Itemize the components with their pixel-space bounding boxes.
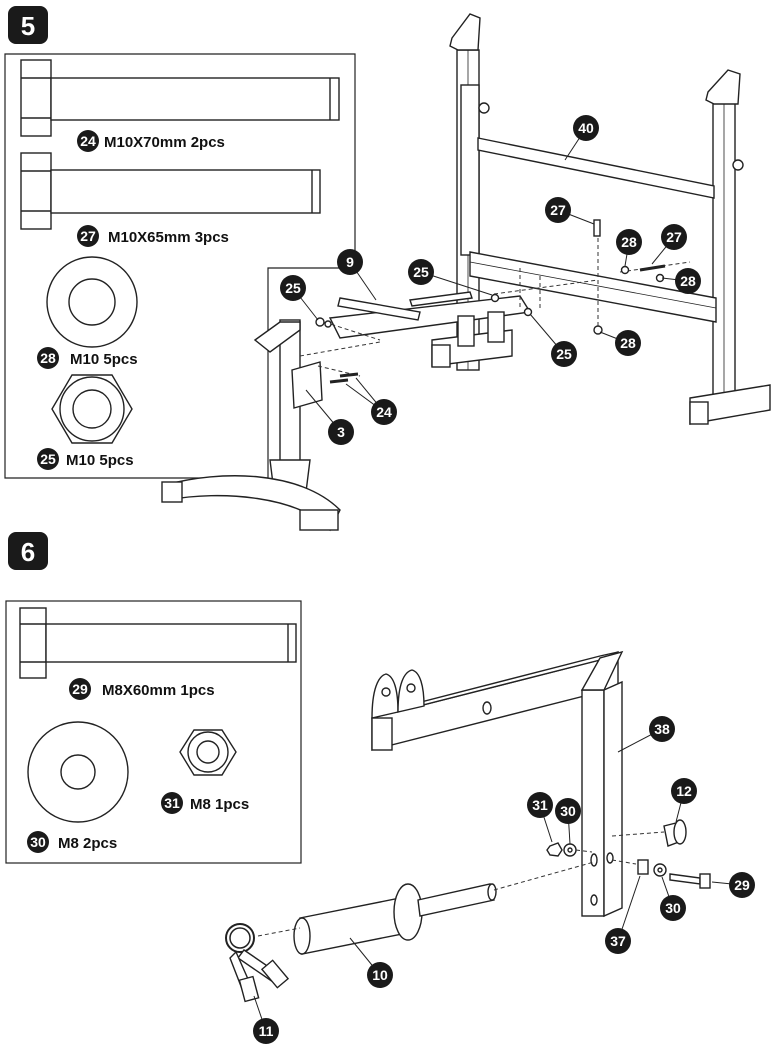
svg-text:29: 29	[72, 681, 88, 697]
step-6-callouts: 38 12 31 30 29 30 37 10 11	[253, 716, 755, 1044]
svg-text:M10X65mm 3pcs: M10X65mm 3pcs	[108, 229, 229, 246]
svg-text:27: 27	[80, 228, 96, 244]
callout-10	[367, 962, 393, 988]
weight-post-10	[293, 883, 497, 955]
svg-text:9: 9	[346, 254, 354, 270]
part-27-label: 27 M10X65mm 3pcs	[77, 225, 229, 247]
svg-text:M8 2pcs: M8 2pcs	[58, 835, 117, 852]
washer-28-illustration	[46, 256, 138, 348]
svg-text:25: 25	[556, 346, 572, 362]
frame-38	[371, 650, 624, 918]
callout-27-b	[661, 224, 687, 250]
svg-text:24: 24	[376, 404, 392, 420]
callout-30-b	[660, 895, 686, 921]
svg-text:10: 10	[372, 967, 388, 983]
step-5-hardware	[315, 219, 666, 384]
svg-text:27: 27	[666, 229, 682, 245]
callout-28-a	[616, 229, 642, 255]
svg-text:12: 12	[676, 783, 692, 799]
svg-text:28: 28	[680, 273, 696, 289]
svg-text:11: 11	[259, 1023, 274, 1039]
front-leg-3	[161, 319, 341, 532]
callout-28-b	[675, 268, 701, 294]
svg-text:31: 31	[164, 795, 180, 811]
bolt-27-illustration	[20, 152, 321, 230]
svg-text:40: 40	[578, 120, 594, 136]
callout-40	[573, 115, 599, 141]
svg-text:30: 30	[30, 834, 46, 850]
bench-beam-9	[328, 291, 532, 347]
step-5-badge: 5	[8, 6, 48, 44]
nut-31-illustration	[179, 729, 237, 776]
callout-30-a	[555, 798, 581, 824]
svg-text:M8 1pcs: M8 1pcs	[190, 796, 249, 813]
part-30-label: 30 M8 2pcs	[27, 831, 117, 853]
bolt-29-illustration	[19, 607, 297, 679]
part-31-label: 31 M8 1pcs	[161, 792, 249, 814]
step-6-badge: 6	[8, 532, 48, 570]
callout-25-c	[551, 341, 577, 367]
callout-31	[527, 792, 553, 818]
svg-text:M8X60mm 1pcs: M8X60mm 1pcs	[102, 682, 215, 699]
spring-clip-11	[225, 923, 290, 1003]
svg-text:29: 29	[734, 877, 750, 893]
callout-11	[253, 1018, 279, 1044]
bolt-24-illustration	[20, 59, 340, 137]
step-6-assembly-lines	[257, 831, 665, 937]
svg-text:25: 25	[40, 451, 56, 467]
svg-text:25: 25	[285, 280, 301, 296]
step-5-parts-box	[4, 53, 356, 479]
step-5-callouts: 40 27 28 27 9 25 28 25 25 28 24	[280, 115, 701, 445]
svg-text:30: 30	[665, 900, 681, 916]
callout-37	[605, 928, 631, 954]
callout-25-a	[408, 259, 434, 285]
svg-text:27: 27	[550, 202, 566, 218]
callout-9	[337, 249, 363, 275]
svg-text:38: 38	[654, 721, 670, 737]
washer-30-illustration	[27, 721, 129, 823]
callout-12	[671, 778, 697, 804]
svg-text:24: 24	[80, 133, 96, 149]
weight-rack-frame	[431, 13, 771, 425]
callout-25-b	[280, 275, 306, 301]
svg-text:25: 25	[413, 264, 429, 280]
svg-text:28: 28	[40, 350, 56, 366]
part-25-label: 25 M10 5pcs	[37, 448, 134, 470]
svg-text:28: 28	[621, 234, 637, 250]
part-28-label: 28 M10 5pcs	[37, 347, 138, 369]
nut-25-illustration	[51, 374, 133, 444]
callout-28-c	[615, 330, 641, 356]
svg-text:37: 37	[610, 933, 626, 949]
svg-text:M10 5pcs: M10 5pcs	[66, 452, 134, 469]
svg-text:M10X70mm 2pcs: M10X70mm 2pcs	[104, 134, 225, 151]
svg-text:30: 30	[560, 803, 576, 819]
step-6-parts-box	[5, 600, 302, 864]
callout-24	[371, 399, 397, 425]
svg-text:31: 31	[532, 797, 548, 813]
svg-text:3: 3	[337, 424, 345, 440]
step-6-number: 6	[21, 537, 35, 567]
callout-29	[729, 872, 755, 898]
callout-27-a	[545, 197, 571, 223]
svg-text:28: 28	[620, 335, 636, 351]
part-24-label: 24 M10X70mm 2pcs	[77, 130, 225, 152]
step-6-hardware	[546, 819, 711, 889]
callout-38	[649, 716, 675, 742]
step-5-number: 5	[21, 11, 35, 41]
svg-text:M10 5pcs: M10 5pcs	[70, 351, 138, 368]
callout-3	[328, 419, 354, 445]
part-29-label: 29 M8X60mm 1pcs	[69, 678, 215, 700]
